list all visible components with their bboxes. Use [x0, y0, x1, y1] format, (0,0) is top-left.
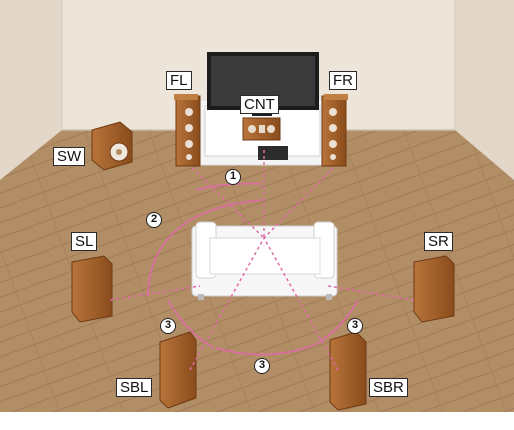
sofa — [191, 221, 338, 300]
label-sbr: SBR — [369, 378, 408, 397]
distance-marker-surround: 2 — [146, 212, 162, 228]
label-sw: SW — [53, 147, 86, 166]
label-cnt: CNT — [240, 95, 279, 114]
label-fr: FR — [329, 71, 357, 90]
distance-marker-back-right: 3 — [347, 318, 363, 334]
distance-marker-back-left: 3 — [160, 318, 176, 334]
distance-marker-back-between: 3 — [254, 358, 270, 374]
speaker-front-left — [174, 94, 201, 167]
label-sbl: SBL — [116, 378, 153, 397]
right-wall — [455, 0, 514, 180]
label-fl: FL — [166, 71, 192, 90]
left-wall — [0, 0, 62, 180]
distance-guide-lines — [109, 150, 415, 371]
speaker-surround-right — [413, 255, 455, 323]
speaker-surround-back-right — [329, 331, 367, 411]
distance-marker-front: 1 — [225, 169, 241, 185]
speaker-center — [242, 117, 281, 141]
label-sr: SR — [424, 232, 453, 251]
label-sl: SL — [71, 232, 98, 251]
speaker-front-right — [321, 94, 348, 167]
subwoofer — [91, 121, 133, 171]
speaker-surround-left — [71, 255, 113, 323]
speaker-surround-back-left — [159, 331, 197, 409]
